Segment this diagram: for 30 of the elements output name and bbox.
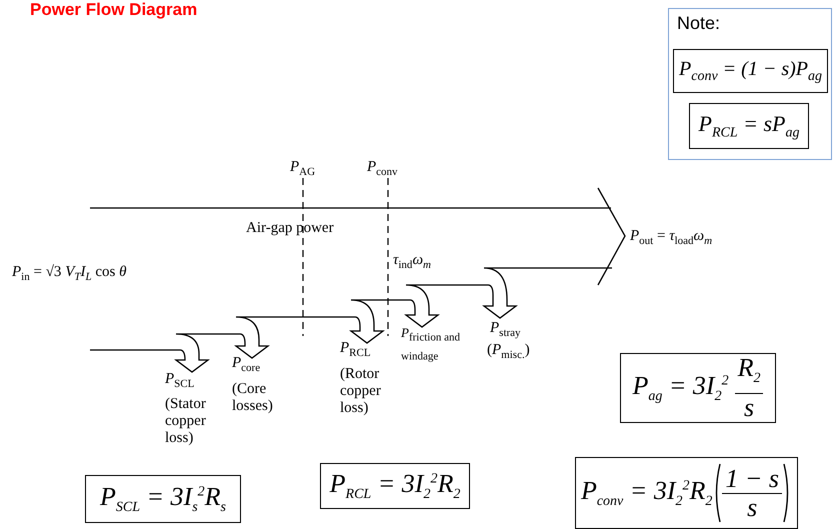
loss-label: P$_{core}$ xyxy=(232,355,260,376)
formula-text: P$_{RCL}$ = 3I$_{2}$$^{2}$R$_{2}$ xyxy=(330,468,460,504)
fraction: R$_{2}$ s xyxy=(734,354,764,422)
input-power-formula: P$_{in}$ = √3 V$_{T}$I$_{L}$ cos θ xyxy=(12,264,126,285)
formula-text: P$_{SCL}$ = 3I$_{s}$$^{2}$R$_{s}$ xyxy=(100,482,226,516)
fraction: 1 − s s xyxy=(722,464,782,522)
formula-box xyxy=(673,49,828,93)
formula-text: P$_{conv}$ = 3I$_{2}$$^{2}$R$_{2}$ xyxy=(580,476,712,510)
formula-box xyxy=(689,103,809,149)
loss-label: (P$_{misc.}$) xyxy=(487,342,530,363)
note-box xyxy=(668,8,832,160)
power-label: P$_{conv}$ xyxy=(367,159,398,180)
diagram-title: Power Flow Diagram xyxy=(30,0,198,20)
note-heading: Note: xyxy=(677,13,720,34)
loss-label: P$_{stray}$ xyxy=(490,320,521,341)
loss-label: P$_{RCL}$ xyxy=(340,340,371,361)
torque-speed-label: τ$_{ind}$ω$_{m}$ xyxy=(393,252,431,273)
loss-description: (Stator copper loss) xyxy=(165,396,207,447)
formula-text: P$_{RCL}$ = sP$_{ag}$ xyxy=(698,110,800,142)
band-label: Air-gap power xyxy=(246,220,334,237)
formula-box xyxy=(85,475,241,523)
loss-description: (Core losses) xyxy=(232,381,274,415)
formula-text: P$_{conv}$ = (1 − s)P$_{ag}$ xyxy=(679,58,822,84)
formula-box xyxy=(320,463,470,509)
output-power-formula: P$_{out}$ = τ$_{load}$ω$_{m}$ xyxy=(630,228,712,249)
power-label: P$_{AG}$ xyxy=(290,159,316,180)
loss-label: P$_{SCL}$ xyxy=(165,371,194,392)
formula-box xyxy=(620,353,776,423)
formula-box xyxy=(575,457,798,529)
loss-description: (Rotor copper loss) xyxy=(340,366,382,417)
